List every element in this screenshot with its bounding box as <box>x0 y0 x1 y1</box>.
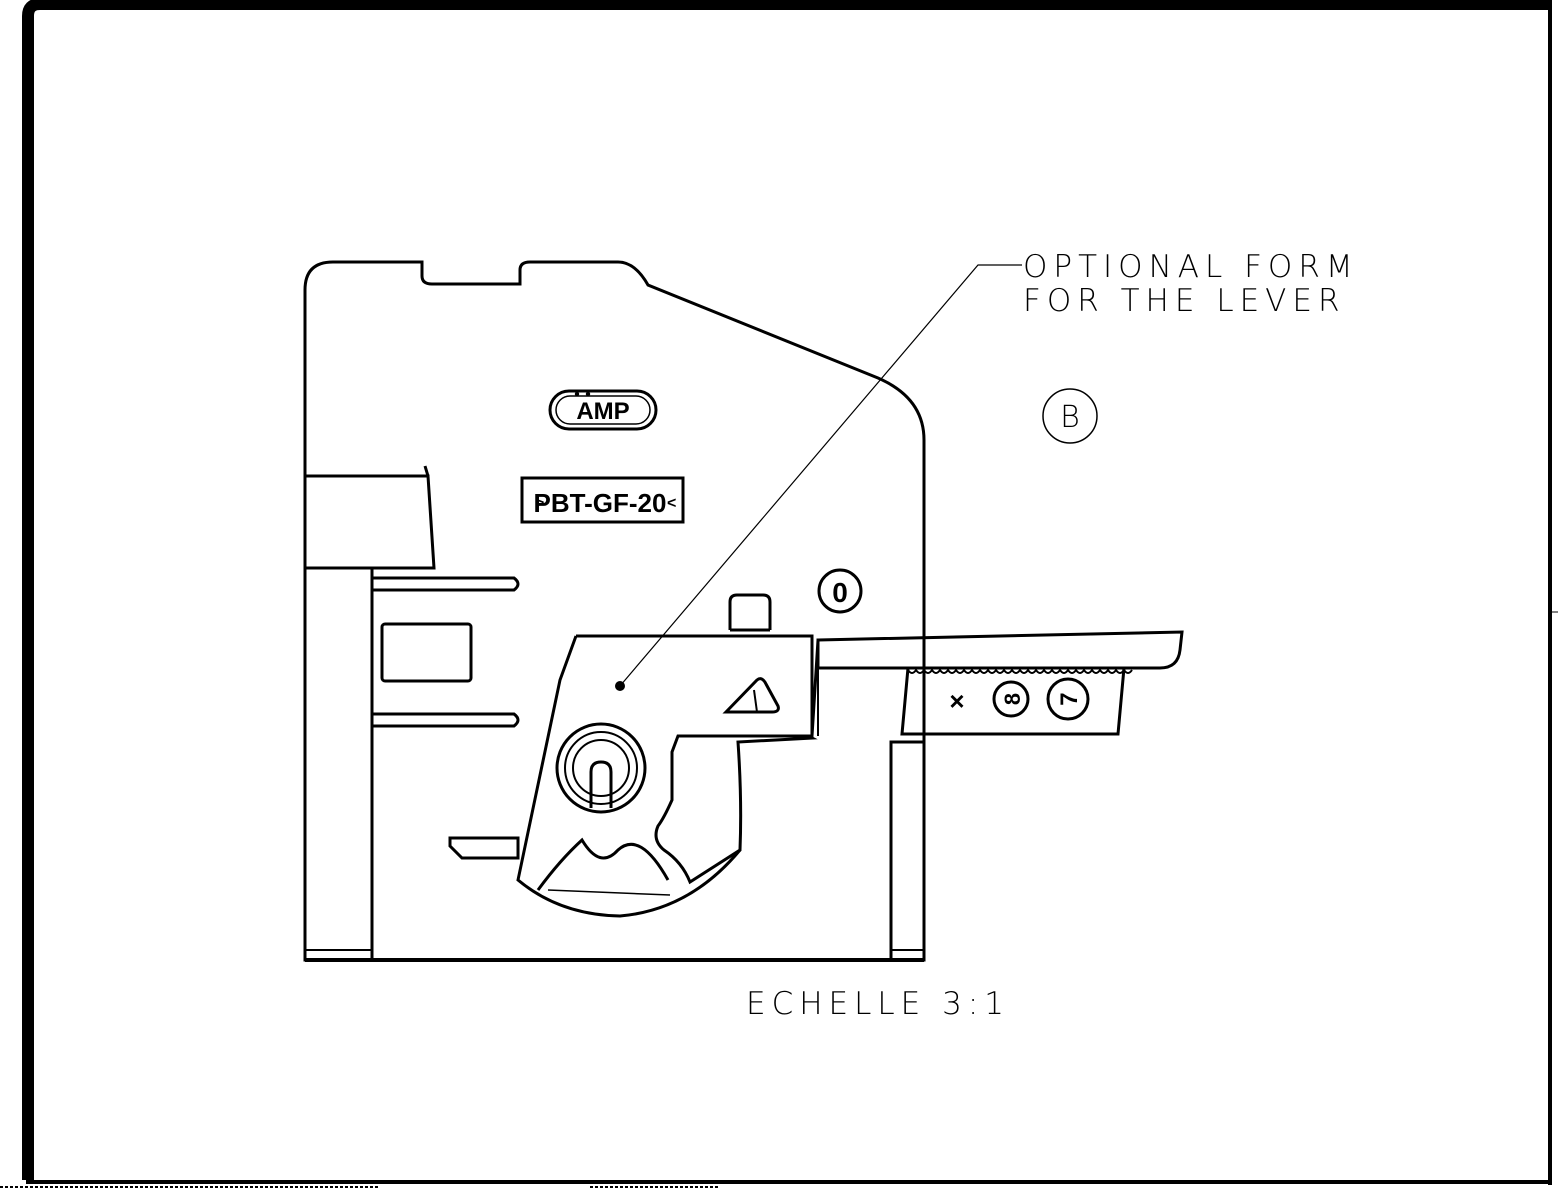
annotation-line-1: OPTIONAL FORM <box>1023 249 1359 285</box>
stop-block <box>728 593 772 632</box>
view-marker-b: B <box>1042 388 1098 444</box>
marker-suffix: < <box>667 495 676 512</box>
code-7: 7 <box>1056 692 1083 705</box>
pivot <box>555 722 647 814</box>
leader-line <box>619 264 1022 687</box>
lever <box>516 634 820 918</box>
view-marker-text: B <box>1060 400 1080 435</box>
annotation: OPTIONAL FORM FOR THE LEVER <box>1023 249 1359 319</box>
logo-text: AMP <box>576 398 629 425</box>
annotation-line-2: FOR THE LEVER <box>1023 283 1346 319</box>
position-zero-text: 0 <box>832 577 848 608</box>
amp-logo: AMP <box>548 389 658 431</box>
position-zero-marker: 0 <box>817 568 863 614</box>
material-label-plate: > PBT-GF-20 < <box>520 476 685 524</box>
symbol-x: × <box>949 686 964 716</box>
material-label: PBT-GF-20 <box>534 488 667 518</box>
housing-body <box>303 260 926 962</box>
code-8: 8 <box>1000 693 1025 705</box>
marker-prefix: > <box>535 495 544 512</box>
lever-extension <box>816 630 1184 736</box>
scale-label: ECHELLE 3:1 <box>746 986 1010 1022</box>
lever-codes: × 8 7 <box>949 677 1090 721</box>
